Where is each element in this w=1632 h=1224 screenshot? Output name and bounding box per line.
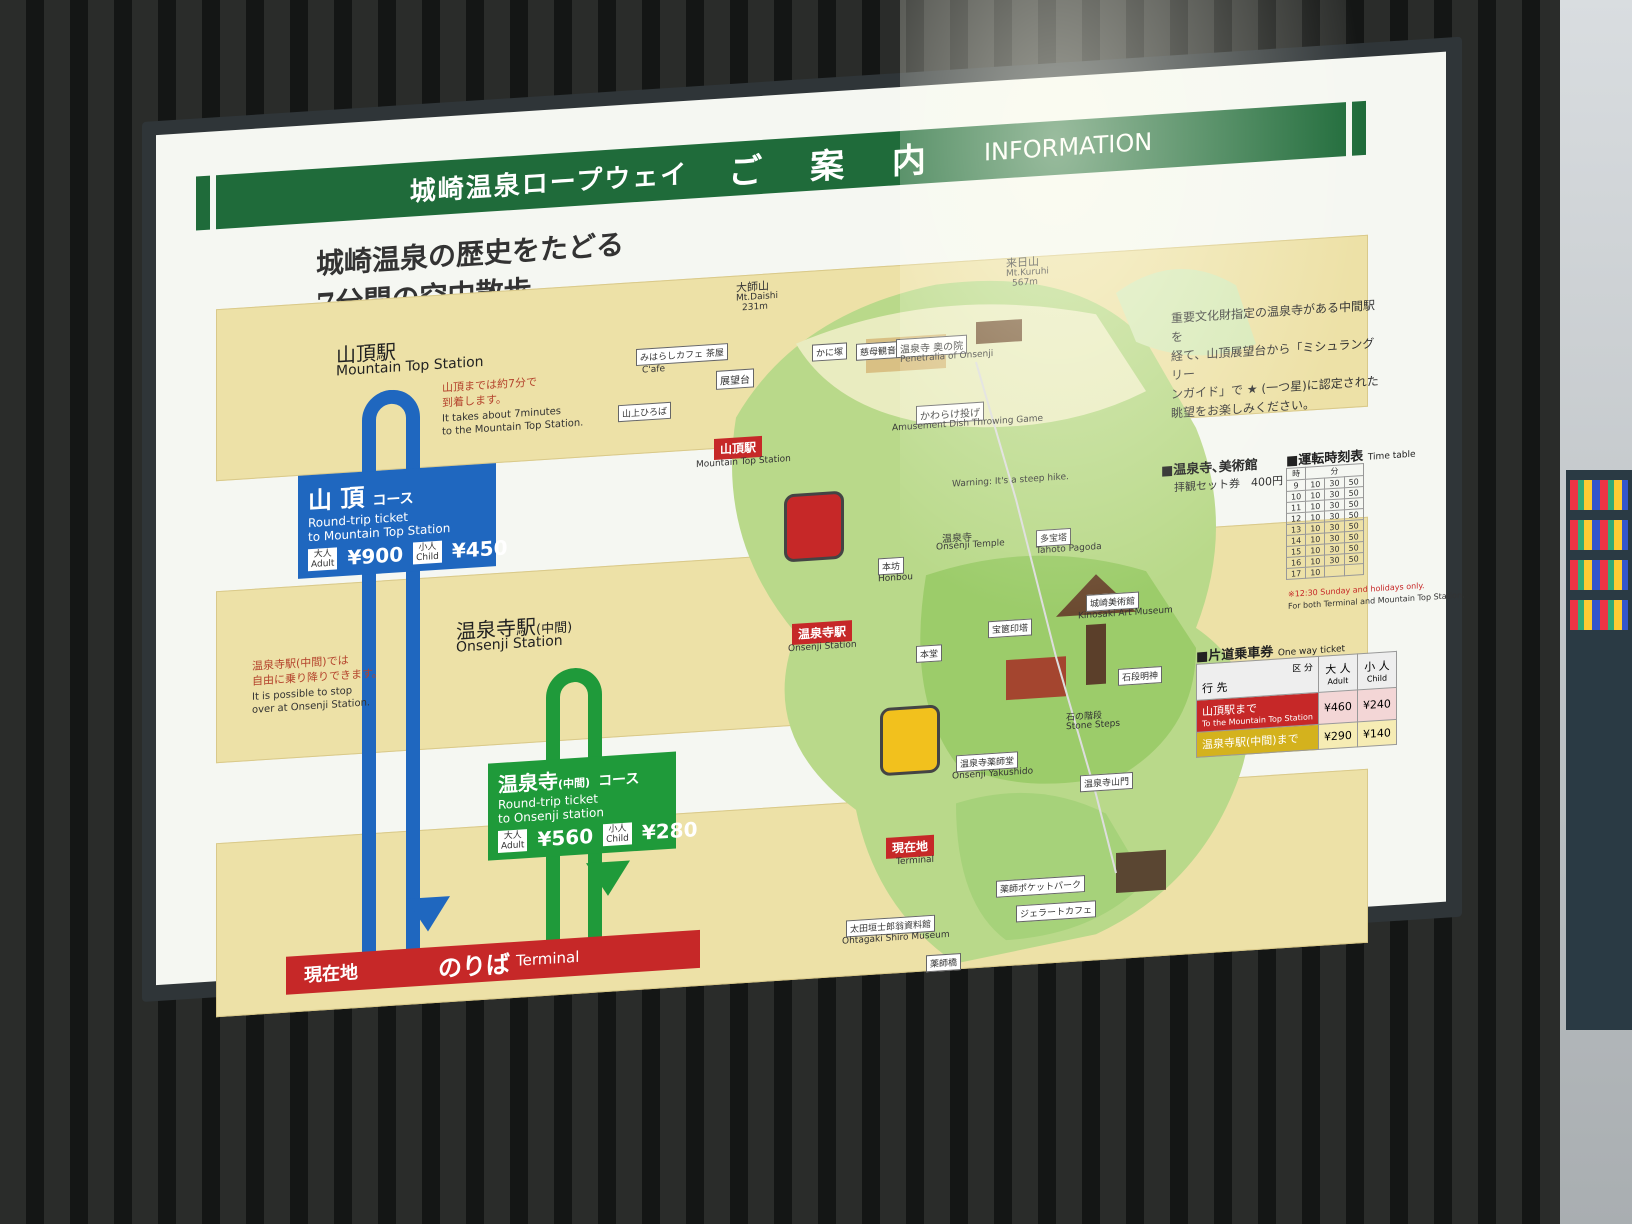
vending-machine bbox=[1566, 470, 1632, 1030]
label-hiroba: 山上ひろば bbox=[618, 401, 672, 423]
adult-tag-en: Adult bbox=[501, 840, 525, 852]
fare-header-adult-en: Adult bbox=[1327, 675, 1349, 687]
title-jp: 城崎温泉ロープウェイ bbox=[409, 159, 689, 208]
timetable-title-en: Time table bbox=[1367, 449, 1416, 463]
info-text: 重要文化財指定の温泉寺がある中間駅を 経て、山頂展望台から「ミシュラングリー ン… bbox=[1171, 296, 1381, 424]
terminal-here: 現在地 bbox=[304, 962, 358, 987]
ticket-onsenji: 温泉寺(中間)コース Round-trip ticket to Onsenji … bbox=[488, 751, 698, 861]
fare-header-child-jp: 小 人 bbox=[1364, 659, 1390, 674]
label-sekitanbu: 石段明神 bbox=[1118, 666, 1163, 686]
label-cafe-en: C'afe bbox=[642, 364, 665, 376]
ticket-onsenji-adult-price: ¥560 bbox=[537, 823, 594, 852]
ticket-onsenji-name: 温泉寺 bbox=[498, 769, 558, 797]
yellow-gondola bbox=[880, 704, 940, 777]
fare-row2-adult: ¥290 bbox=[1318, 721, 1358, 750]
timetable-hour: 17 bbox=[1286, 567, 1306, 580]
green-down-arrow bbox=[586, 860, 630, 898]
vending-row bbox=[1570, 560, 1628, 590]
ticket-onsenji-suffix: コース bbox=[598, 770, 640, 790]
child-tag-en: Child bbox=[606, 833, 629, 845]
vending-row bbox=[1570, 520, 1628, 550]
timetable-minute bbox=[1324, 564, 1345, 578]
fare-header-child-en: Child bbox=[1366, 673, 1388, 684]
fare-header-adult-jp: 大 人 bbox=[1325, 661, 1351, 677]
ticket-onsenji-child-price: ¥280 bbox=[641, 817, 698, 845]
title-guide: ご 案 内 bbox=[728, 138, 944, 193]
label-kuruhi-h: 567m bbox=[1012, 277, 1038, 289]
header-left-bar bbox=[196, 175, 210, 231]
label-daishi-h: 231m bbox=[742, 301, 768, 314]
ticket-mountain-top: 山 頂コース Round-trip ticket to Mountain Top… bbox=[298, 463, 508, 579]
label-tenbodai: 展望台 bbox=[716, 368, 754, 390]
board-panel: 城崎温泉ロープウェイ ご 案 内 INFORMATION 城崎温泉の歴史をたどる… bbox=[156, 51, 1465, 1018]
timetable-minute: 10 bbox=[1305, 566, 1325, 579]
vending-row bbox=[1570, 600, 1628, 630]
terminal-name-jp: のりば bbox=[438, 949, 510, 983]
title-en: INFORMATION bbox=[983, 127, 1153, 167]
adult-tag-en: Adult bbox=[311, 558, 335, 571]
header-right-bar bbox=[1352, 100, 1366, 156]
header-banner: 城崎温泉ロープウェイ ご 案 内 INFORMATION bbox=[216, 102, 1346, 230]
label-yakushi-bridge: 薬師橋 bbox=[926, 953, 962, 973]
fare-row1-adult: ¥460 bbox=[1318, 689, 1358, 725]
ticket-mountain-top-name: 山 頂 bbox=[308, 483, 365, 516]
fare-row2-child: ¥140 bbox=[1357, 719, 1397, 747]
red-gondola bbox=[784, 490, 844, 563]
timetable-minute bbox=[1344, 563, 1364, 576]
label-houkyoin: 宝篋印塔 bbox=[988, 618, 1033, 639]
terminal-name-en: Terminal bbox=[516, 947, 580, 970]
vending-row bbox=[1570, 480, 1628, 510]
label-hondo: 本堂 bbox=[916, 644, 943, 663]
fare-row1-child: ¥240 bbox=[1357, 687, 1397, 722]
ticket-mountain-top-child-price: ¥450 bbox=[451, 535, 508, 563]
ticket-mountain-top-suffix: コース bbox=[372, 490, 414, 510]
blue-down-arrow bbox=[406, 896, 450, 933]
ticket-onsenji-mid: (中間) bbox=[558, 776, 591, 792]
label-sanmon: 温泉寺山門 bbox=[1080, 771, 1134, 793]
mountain-top-note-jp: 山頂までは約7分で 到着します。 bbox=[442, 374, 537, 410]
label-kaniduka: かに塚 bbox=[812, 342, 848, 362]
information-board: 城崎温泉ロープウェイ ご 案 内 INFORMATION 城崎温泉の歴史をたどる… bbox=[142, 36, 1465, 1182]
child-tag-en: Child bbox=[416, 551, 439, 564]
ticket-mountain-top-adult-price: ¥900 bbox=[347, 542, 404, 570]
